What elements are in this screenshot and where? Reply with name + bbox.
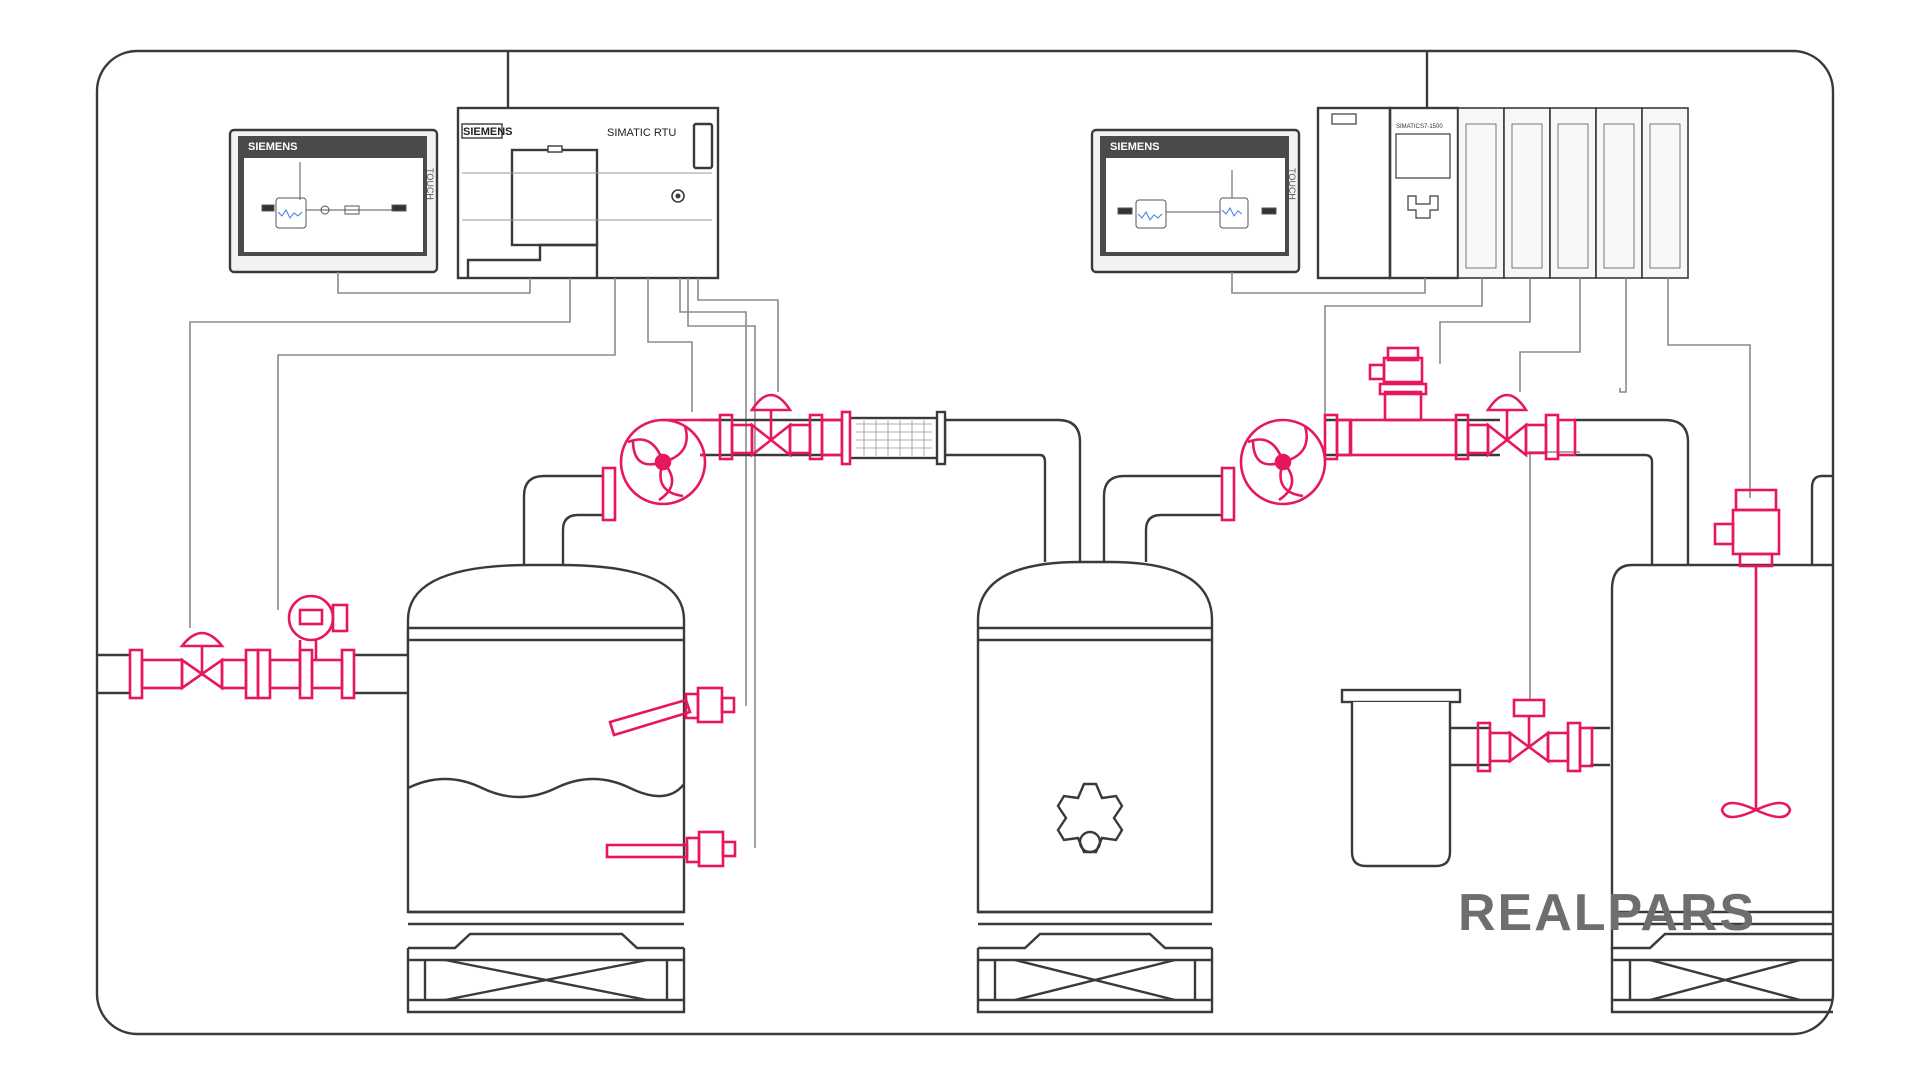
pump-2 (1220, 413, 1353, 522)
level-switch-low (605, 830, 737, 868)
hmi-right-brand: SIEMENS (1110, 141, 1160, 153)
piping (97, 418, 1690, 767)
agitator (1713, 488, 1792, 819)
control-valve-3 (1476, 698, 1594, 773)
rtu-unit: SIEMENS SIMATIC RTU (456, 106, 720, 280)
level-switch-high (608, 686, 736, 737)
diagram-frame (95, 49, 1835, 1036)
signal-wiring (189, 272, 1751, 848)
flow-transmitter-1 (256, 594, 356, 700)
dosing-vessel (1340, 688, 1462, 868)
tank-3 (1610, 474, 1833, 1014)
hmi-left-screen-graphic (261, 162, 407, 229)
control-valve-2 (1454, 393, 1577, 461)
hmi-right-screen-graphic (1117, 170, 1277, 229)
tank-2 (976, 560, 1214, 1014)
plc-cpu-label-1: SIMATIC (1396, 124, 1421, 130)
control-valve-1 (128, 631, 260, 700)
flow-meter-2 (1348, 346, 1458, 457)
hmi-right-side-label: TOUCH (1287, 168, 1297, 200)
pump-1 (601, 393, 844, 522)
hmi-panel-left: SIEMENS TOUCH (228, 128, 439, 274)
tank-1 (406, 563, 686, 1014)
hmi-left-side-label: TOUCH (425, 168, 435, 200)
hmi-panel-right: SIEMENS TOUCH (1090, 128, 1301, 274)
realpars-logo: REALPARS (1458, 884, 1756, 942)
rtu-title: SIMATIC RTU (607, 127, 676, 139)
plc-cpu-label-2: S7-1500 (1420, 124, 1443, 130)
plc-rack: SIMATIC S7-1500 (1316, 106, 1689, 280)
rtu-brand: SIEMENS (463, 126, 513, 138)
filter (840, 410, 947, 466)
hmi-left-brand: SIEMENS (248, 141, 298, 153)
